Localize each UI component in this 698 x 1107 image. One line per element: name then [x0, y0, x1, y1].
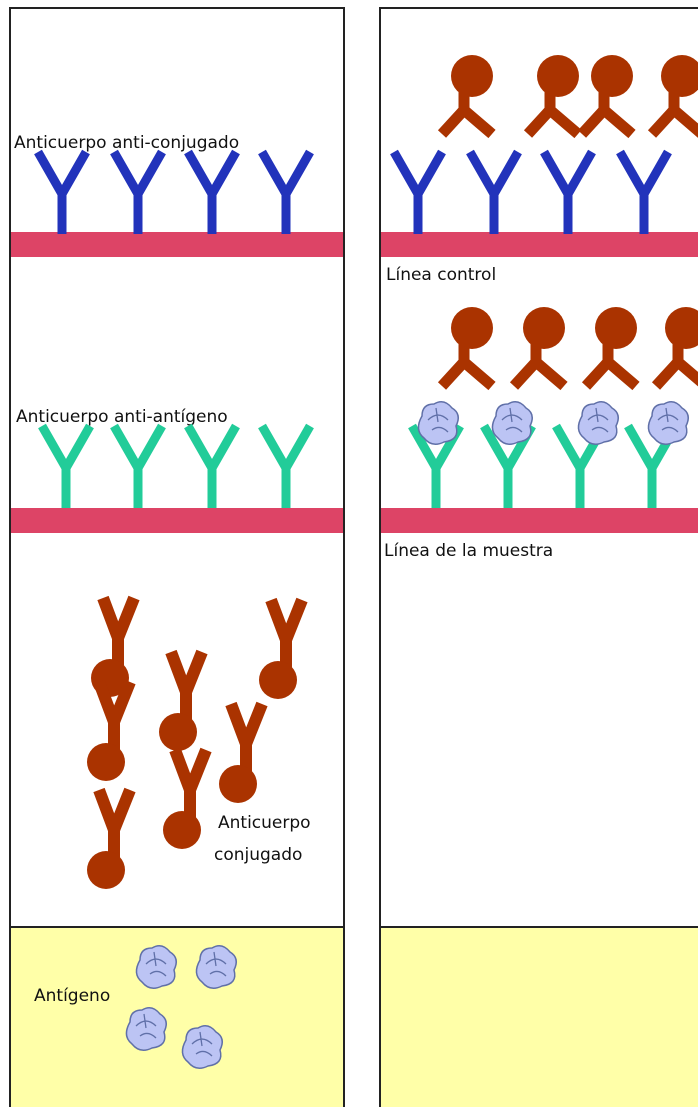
- antigen: [578, 402, 618, 445]
- antigen: [182, 1026, 222, 1069]
- right-test-band: [381, 508, 698, 533]
- left-test-band: [11, 508, 343, 533]
- antigen: [418, 402, 458, 445]
- left-sample-pad: [11, 927, 343, 1107]
- right-panel: Línea control Línea de la muestra: [380, 8, 698, 1107]
- antigen: [492, 402, 532, 445]
- label-anti-conjugate-antibody: Anticuerpo anti-conjugado: [14, 133, 239, 153]
- left-panel: Anticuerpo anti-conjugado Anticuerpo ant…: [10, 8, 344, 1107]
- label-sample-line: Línea de la muestra: [384, 541, 553, 561]
- antigen: [196, 946, 236, 989]
- left-control-band: [11, 232, 343, 257]
- antigen: [126, 1008, 166, 1051]
- right-control-band: [381, 232, 698, 257]
- antigen: [648, 402, 688, 445]
- antigen: [136, 946, 176, 989]
- label-conjugated-antibody-line1: Anticuerpo: [218, 813, 311, 833]
- label-antigen: Antígeno: [34, 986, 110, 1006]
- label-conjugated-antibody-line2: conjugado: [214, 845, 302, 865]
- label-control-line: Línea control: [386, 265, 496, 285]
- label-anti-antigen-antibody: Anticuerpo anti-antígeno: [16, 407, 228, 427]
- right-sample-pad: [381, 927, 698, 1107]
